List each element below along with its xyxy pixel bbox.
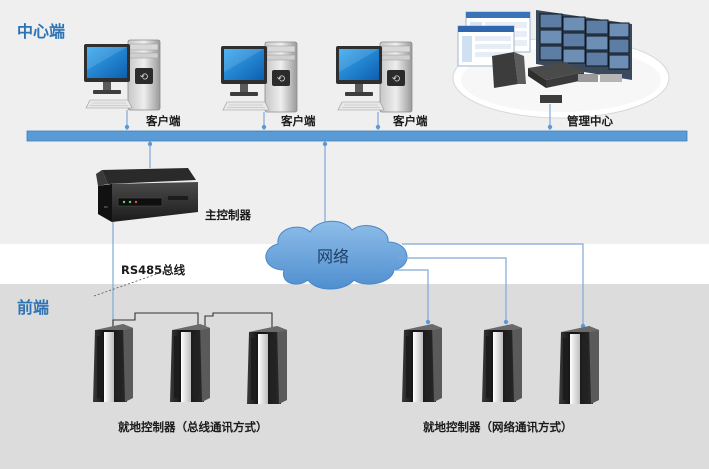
server-cabinet-icon-net-3 xyxy=(559,326,599,404)
client-label-3: 客户端 xyxy=(392,114,428,128)
network-bus-bar xyxy=(26,130,688,142)
client-label-2: 客户端 xyxy=(280,114,316,128)
svg-text:▭: ▭ xyxy=(104,204,108,209)
network-cloud-label: 网络 xyxy=(317,247,349,266)
client-label-1: 客户端 xyxy=(145,114,181,128)
server-cabinet-icon-bus-3 xyxy=(247,326,287,404)
controller-box-icon: ▭ xyxy=(96,168,198,222)
main-controller-label: 主控制器 xyxy=(205,208,251,222)
local-controllers-bus-caption: 就地控制器（总线通讯方式） xyxy=(118,420,268,434)
rs485-leader-line xyxy=(93,269,169,297)
server-cabinet-icon-net-1 xyxy=(402,324,442,402)
daisy-chain-wires xyxy=(112,312,273,338)
server-cabinet-icon-net-2 xyxy=(482,324,522,402)
network-cloud-icon xyxy=(265,220,408,290)
server-cabinet-icon-bus-1 xyxy=(93,324,133,402)
rs485-bus-label: RS485总线 xyxy=(121,263,186,277)
server-cabinet-icon-bus-2 xyxy=(170,324,210,402)
center-zone-title: 中心端 xyxy=(17,22,65,41)
control-room-video-wall-icon xyxy=(452,10,670,119)
management-center-label: 管理中心 xyxy=(567,114,613,128)
frontend-zone-title: 前端 xyxy=(17,298,49,317)
local-controllers-network-caption: 就地控制器（网络通讯方式） xyxy=(423,420,573,434)
network-connectors xyxy=(394,243,584,326)
